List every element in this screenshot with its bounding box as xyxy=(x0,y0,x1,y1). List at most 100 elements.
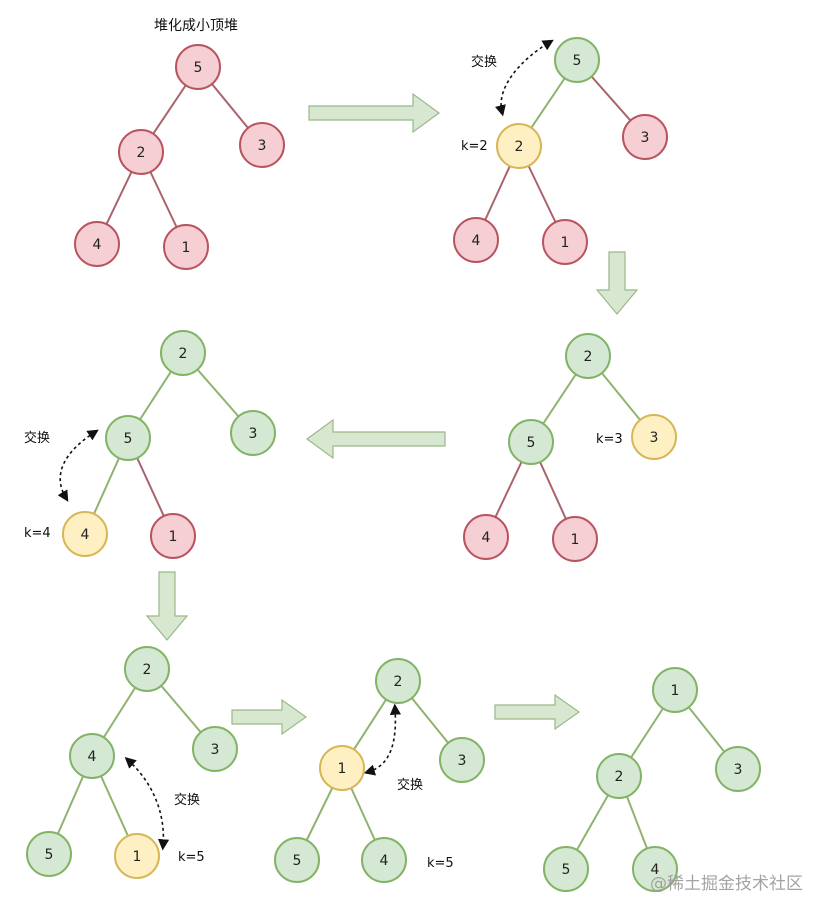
t6-k-label: k=5 xyxy=(427,856,454,871)
flow-arrow-left xyxy=(305,418,446,460)
tree-node: 1 xyxy=(163,224,209,270)
swap-arrows xyxy=(57,39,554,851)
node-circle xyxy=(114,833,160,879)
node-circle xyxy=(439,737,485,783)
node-label: 4 xyxy=(651,862,660,878)
node-circle xyxy=(554,37,600,83)
node-label: 4 xyxy=(380,853,389,869)
node-label: 3 xyxy=(249,426,258,442)
node-circle xyxy=(375,658,421,704)
node-label: 5 xyxy=(562,862,571,878)
node-label: 5 xyxy=(45,847,54,863)
tree-node: 3 xyxy=(631,414,677,460)
flow-arrow-down xyxy=(595,251,639,315)
t5-k-label: k=5 xyxy=(178,850,205,865)
tree-node: 1 xyxy=(552,516,598,562)
flow-arrows xyxy=(145,92,639,736)
tree-node: 4 xyxy=(69,733,115,779)
node-label: 1 xyxy=(169,529,178,545)
t3-k-label: k=3 xyxy=(596,432,623,447)
node-label: 5 xyxy=(194,60,203,76)
node-label: 3 xyxy=(650,430,659,446)
tree-node: 3 xyxy=(192,726,238,772)
node-circle xyxy=(543,846,589,892)
t4-k-label: k=4 xyxy=(24,526,51,541)
node-circle xyxy=(632,846,678,892)
swap-arrow xyxy=(494,39,554,117)
tree-node: 1 xyxy=(542,219,588,265)
node-circle xyxy=(26,831,72,877)
tree-node: 4 xyxy=(632,846,678,892)
node-circle xyxy=(453,217,499,263)
node-label: 1 xyxy=(133,849,142,865)
node-label: 1 xyxy=(338,761,347,777)
node-circle xyxy=(105,415,151,461)
node-label: 5 xyxy=(124,431,133,447)
node-circle xyxy=(175,44,221,90)
tree-node: 2 xyxy=(375,658,421,704)
watermark: @稀土掘金技术社区 xyxy=(650,874,803,894)
t4-swap-label: 交换 xyxy=(24,430,50,446)
tree-node: 4 xyxy=(74,221,120,267)
swap-arrow xyxy=(57,429,99,502)
tree-node: 1 xyxy=(652,667,698,713)
tree-node: 2 xyxy=(496,123,542,169)
node-circle xyxy=(150,513,196,559)
node-circle xyxy=(542,219,588,265)
node-circle xyxy=(715,746,761,792)
node-circle xyxy=(274,837,320,883)
tree-node: 4 xyxy=(453,217,499,263)
flow-arrow-right xyxy=(231,698,308,736)
tree-node: 2 xyxy=(124,646,170,692)
node-label: 2 xyxy=(515,139,524,155)
node-circle xyxy=(319,745,365,791)
diagram-title: 堆化成小顶堆 xyxy=(154,18,238,34)
tree-node: 5 xyxy=(274,837,320,883)
node-label: 5 xyxy=(527,435,536,451)
tree-node: 4 xyxy=(463,514,509,560)
tree-node: 3 xyxy=(715,746,761,792)
node-label: 2 xyxy=(179,346,188,362)
node-label: 4 xyxy=(88,749,97,765)
tree-node: 2 xyxy=(565,333,611,379)
swap-arrow xyxy=(124,756,170,851)
node-circle xyxy=(622,114,668,160)
node-label: 2 xyxy=(143,662,152,678)
node-label: 2 xyxy=(137,145,146,161)
tree-node: 2 xyxy=(596,753,642,799)
node-circle xyxy=(239,122,285,168)
tree-node: 5 xyxy=(554,37,600,83)
t5-swap-label: 交换 xyxy=(174,792,200,808)
node-label: 2 xyxy=(584,349,593,365)
tree-node: 2 xyxy=(160,330,206,376)
node-label: 3 xyxy=(641,130,650,146)
tree-node: 5 xyxy=(105,415,151,461)
node-label: 1 xyxy=(561,235,570,251)
node-label: 3 xyxy=(458,753,467,769)
tree-node: 1 xyxy=(150,513,196,559)
node-circle xyxy=(552,516,598,562)
tree-node: 3 xyxy=(439,737,485,783)
node-circle xyxy=(74,221,120,267)
flow-arrow-right xyxy=(308,92,441,134)
tree-node: 1 xyxy=(114,833,160,879)
node-circle xyxy=(463,514,509,560)
node-circle xyxy=(69,733,115,779)
tree-node: 5 xyxy=(508,419,554,465)
node-circle xyxy=(496,123,542,169)
node-label: 2 xyxy=(394,674,403,690)
tree-t5: 2 4 3 5 1 xyxy=(26,646,238,879)
tree-t6: 2 1 3 5 4 xyxy=(274,658,485,883)
t2-swap-label: 交换 xyxy=(471,54,497,70)
node-label: 1 xyxy=(671,683,680,699)
tree-node: 4 xyxy=(361,837,407,883)
node-circle xyxy=(62,511,108,557)
t6-swap-label: 交换 xyxy=(397,777,423,793)
node-label: 1 xyxy=(182,240,191,256)
tree-node: 3 xyxy=(239,122,285,168)
node-label: 5 xyxy=(293,853,302,869)
flow-arrow-right xyxy=(494,693,581,731)
